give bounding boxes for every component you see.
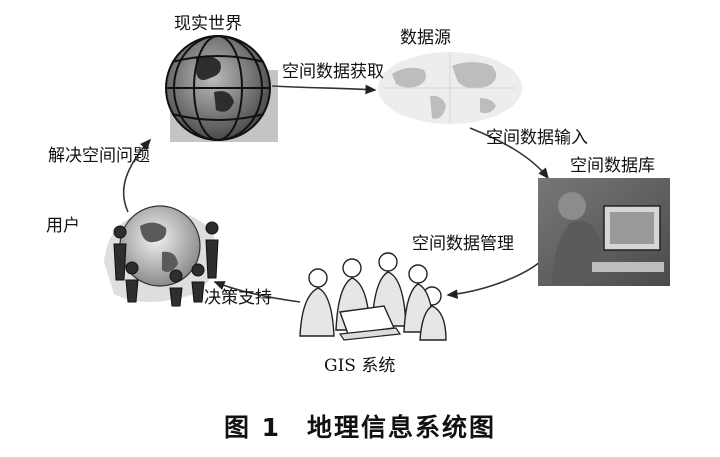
arrow-solve bbox=[122, 138, 152, 213]
node-label-spatial-db: 空间数据库 bbox=[570, 156, 655, 176]
edge-label-input: 空间数据输入 bbox=[486, 128, 588, 148]
arrow-input bbox=[469, 127, 549, 180]
node-label-gis-system: GIS 系统 bbox=[324, 356, 396, 376]
team-at-laptop-gis-system bbox=[299, 252, 447, 341]
node-label-real-world: 现实世界 bbox=[174, 14, 242, 34]
arrow-decision bbox=[213, 281, 301, 303]
world-map-data-source bbox=[378, 52, 522, 124]
node-label-user: 用户 bbox=[46, 216, 80, 236]
computer-operator-spatial-db bbox=[538, 178, 670, 286]
edge-label-decision: 决策支持 bbox=[204, 288, 272, 308]
globe-real-world bbox=[165, 35, 278, 142]
node-label-data-source: 数据源 bbox=[400, 28, 451, 48]
cycle-arrows bbox=[122, 84, 549, 303]
figure-caption: 图 1 地理信息系统图 bbox=[0, 408, 720, 444]
arrow-manage bbox=[446, 261, 541, 299]
edge-label-acquire: 空间数据获取 bbox=[282, 62, 384, 82]
people-around-globe-users bbox=[104, 205, 219, 307]
figure-title: 地理信息系统图 bbox=[307, 413, 497, 442]
figure-number: 图 1 bbox=[223, 413, 282, 442]
arrow-acquire bbox=[271, 84, 377, 95]
edge-label-manage: 空间数据管理 bbox=[412, 234, 514, 254]
edge-label-solve: 解决空间问题 bbox=[48, 146, 150, 166]
